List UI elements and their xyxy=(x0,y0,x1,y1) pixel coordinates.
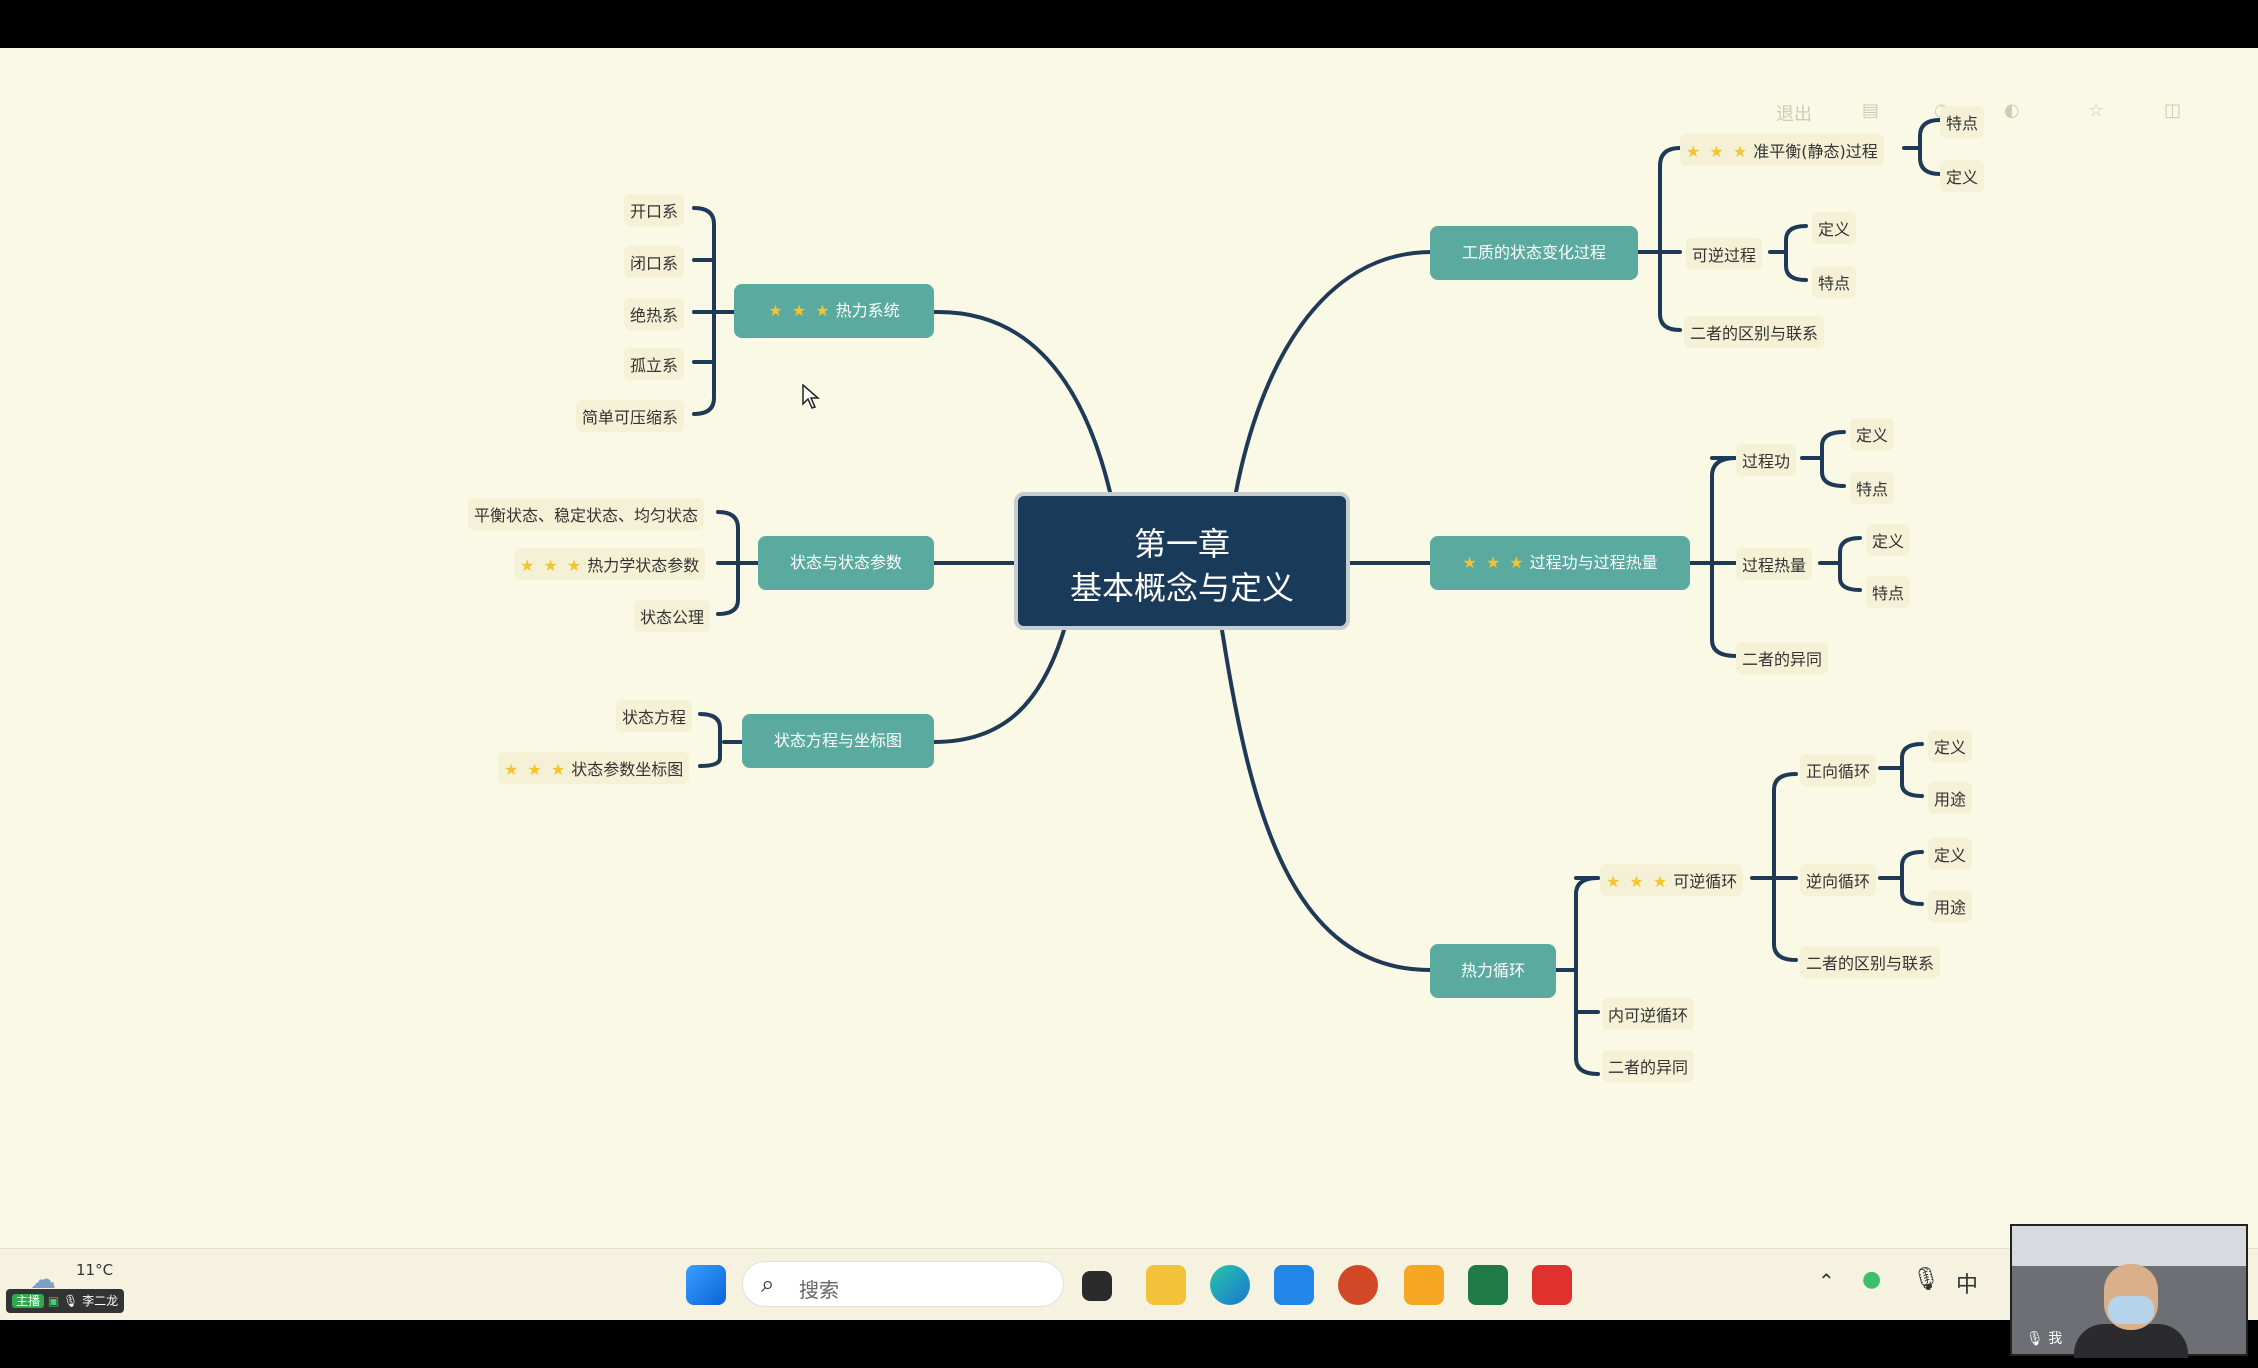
leaf-process-heat[interactable]: 过程热量 xyxy=(1736,548,1813,580)
leaf-simple-compressible-system[interactable]: 简单可压缩系 xyxy=(576,400,685,432)
exit-button[interactable]: 退出 xyxy=(1776,104,1812,125)
presenter-mask xyxy=(2108,1296,2154,1324)
excel-icon[interactable] xyxy=(1468,1265,1508,1305)
webcam-self-tag: 🎙 我 xyxy=(2026,1328,2062,1348)
leaf-reversible-definition[interactable]: 定义 xyxy=(1812,212,1857,244)
priority-stars: ★ ★ ★ xyxy=(768,301,832,320)
branch-state-change-process[interactable]: 工质的状态变化过程 xyxy=(1430,226,1638,280)
leaf-reversible-process[interactable]: 可逆过程 xyxy=(1686,238,1763,270)
ime-indicator[interactable]: 中 xyxy=(1956,1273,1979,1298)
leaf-label: 可逆循环 xyxy=(1673,872,1738,891)
weather-temperature: 11°C xyxy=(76,1261,114,1279)
leaf-adiabatic-system[interactable]: 绝热系 xyxy=(624,298,685,330)
leaf-process-work[interactable]: 过程功 xyxy=(1736,444,1797,476)
microphone-icon: 🎙 xyxy=(2026,1331,2044,1347)
host-badge: 主播 xyxy=(12,1294,45,1308)
leaf-quasi-feature[interactable]: 特点 xyxy=(1940,106,1985,138)
search-placeholder: 搜索 xyxy=(799,1278,839,1302)
self-label: 我 xyxy=(2048,1331,2063,1347)
leaf-heat-definition[interactable]: 定义 xyxy=(1866,524,1911,556)
central-topic-line2: 基本概念与定义 xyxy=(1069,569,1294,607)
mouse-cursor-icon xyxy=(802,384,820,409)
microphone-tray-icon[interactable]: 🎙 xyxy=(1912,1267,1940,1292)
task-view-icon[interactable] xyxy=(1082,1271,1112,1301)
wechat-icon[interactable]: ● xyxy=(1862,1267,1882,1292)
star-icon[interactable]: ☆ xyxy=(2088,100,2105,121)
branch-thermo-system[interactable]: ★ ★ ★热力系统 xyxy=(734,284,934,338)
leaf-heat-feature[interactable]: 特点 xyxy=(1866,576,1911,608)
leaf-state-equation[interactable]: 状态方程 xyxy=(616,700,693,732)
leaf-cycle-relation[interactable]: 二者的区别与联系 xyxy=(1800,946,1941,978)
branch-work-heat[interactable]: ★ ★ ★过程功与过程热量 xyxy=(1430,536,1690,590)
leaf-reversible-cycle[interactable]: ★ ★ ★可逆循环 xyxy=(1600,864,1744,896)
app-store-icon[interactable] xyxy=(1404,1265,1444,1305)
leaf-reverse-definition[interactable]: 定义 xyxy=(1928,838,1973,870)
priority-stars: ★ ★ ★ xyxy=(1606,872,1670,891)
leaf-cycle-diff[interactable]: 二者的异同 xyxy=(1602,1050,1695,1082)
leaf-open-system[interactable]: 开口系 xyxy=(624,194,685,226)
priority-stars: ★ ★ ★ xyxy=(520,556,584,575)
taskbar-search[interactable]: ⌕ 搜索 xyxy=(742,1261,1064,1307)
mindmap-window: 退出 ▤ ◷ ◐ ☆ ◫ xyxy=(0,48,2258,1320)
screen-share-icon: ▣ xyxy=(47,1294,60,1308)
leaf-forward-definition[interactable]: 定义 xyxy=(1928,730,1973,762)
branch-label: 热力循环 xyxy=(1460,961,1525,980)
leaf-forward-cycle[interactable]: 正向循环 xyxy=(1800,754,1877,786)
branch-state-params[interactable]: 状态与状态参数 xyxy=(758,536,934,590)
leaf-thermo-state-params[interactable]: ★ ★ ★热力学状态参数 xyxy=(514,548,706,580)
mindmap-connectors xyxy=(692,118,1942,1076)
leaf-reverse-cycle[interactable]: 逆向循环 xyxy=(1800,864,1877,896)
leaf-work-definition[interactable]: 定义 xyxy=(1850,418,1895,450)
sidebar-toggle-icon[interactable]: ◫ xyxy=(2164,100,2182,121)
chevron-up-icon[interactable]: ⌃ xyxy=(1818,1269,1835,1293)
leaf-closed-system[interactable]: 闭口系 xyxy=(624,246,685,278)
priority-stars: ★ ★ ★ xyxy=(504,760,568,779)
leaf-process-relation[interactable]: 二者的区别与联系 xyxy=(1684,316,1825,348)
leaf-state-diagram[interactable]: ★ ★ ★状态参数坐标图 xyxy=(498,752,690,784)
contrast-icon[interactable]: ◐ xyxy=(2004,100,2020,121)
leaf-quasi-definition[interactable]: 定义 xyxy=(1940,160,1985,192)
branch-label: 状态方程与坐标图 xyxy=(773,731,902,750)
central-topic-line1: 第一章 xyxy=(1133,525,1230,563)
leaf-isolated-system[interactable]: 孤立系 xyxy=(624,348,685,380)
live-status-badge: 主播 ▣ 🎙 李二龙 xyxy=(6,1289,125,1313)
webcam-background xyxy=(2012,1226,2246,1266)
webcam-preview: 🎙 我 xyxy=(2010,1224,2248,1358)
leaf-label: 准平衡(静态)过程 xyxy=(1753,142,1878,161)
priority-stars: ★ ★ ★ xyxy=(1462,553,1526,572)
branch-label: 状态与状态参数 xyxy=(789,553,902,572)
leaf-reverse-use[interactable]: 用途 xyxy=(1928,890,1973,922)
branch-label: 热力系统 xyxy=(835,301,900,320)
branch-label: 过程功与过程热量 xyxy=(1529,553,1658,572)
powerpoint-icon[interactable] xyxy=(1338,1265,1378,1305)
file-explorer-icon[interactable] xyxy=(1146,1265,1186,1305)
leaf-quasi-static-process[interactable]: ★ ★ ★准平衡(静态)过程 xyxy=(1680,134,1884,166)
xmind-icon[interactable] xyxy=(1532,1265,1572,1305)
leaf-work-heat-diff[interactable]: 二者的异同 xyxy=(1736,642,1829,674)
leaf-forward-use[interactable]: 用途 xyxy=(1928,782,1973,814)
leaf-state-postulate[interactable]: 状态公理 xyxy=(634,600,711,632)
branch-state-equation[interactable]: 状态方程与坐标图 xyxy=(742,714,934,768)
leaf-internal-reversible-cycle[interactable]: 内可逆循环 xyxy=(1602,998,1695,1030)
leaf-work-feature[interactable]: 特点 xyxy=(1850,472,1895,504)
priority-stars: ★ ★ ★ xyxy=(1686,142,1750,161)
branch-thermo-cycle[interactable]: 热力循环 xyxy=(1430,944,1556,998)
branch-label: 工质的状态变化过程 xyxy=(1461,243,1606,262)
central-topic[interactable]: 第一章 基本概念与定义 xyxy=(1014,492,1350,630)
outline-icon[interactable]: ▤ xyxy=(1862,100,1880,121)
leaf-reversible-feature[interactable]: 特点 xyxy=(1812,266,1857,298)
feishu-icon[interactable] xyxy=(1274,1265,1314,1305)
leaf-label: 状态参数坐标图 xyxy=(571,760,684,779)
windows-taskbar: ☁ 11°C 主播 ▣ 🎙 李二龙 ⌕ 搜索 ⌃ ● xyxy=(0,1248,2258,1320)
host-name: 李二龙 xyxy=(82,1294,119,1308)
edge-browser-icon[interactable] xyxy=(1210,1265,1250,1305)
leaf-label: 热力学状态参数 xyxy=(587,556,700,575)
mindmap-canvas[interactable]: 第一章 基本概念与定义 ★ ★ ★热力系统 开口系 闭口系 绝热系 孤立系 简单… xyxy=(0,48,2258,1298)
search-icon: ⌕ xyxy=(761,1270,775,1298)
leaf-equilibrium-states[interactable]: 平衡状态、稳定状态、均匀状态 xyxy=(468,498,705,530)
windows-start-icon[interactable] xyxy=(686,1265,726,1305)
microphone-icon: 🎙 xyxy=(63,1294,79,1308)
